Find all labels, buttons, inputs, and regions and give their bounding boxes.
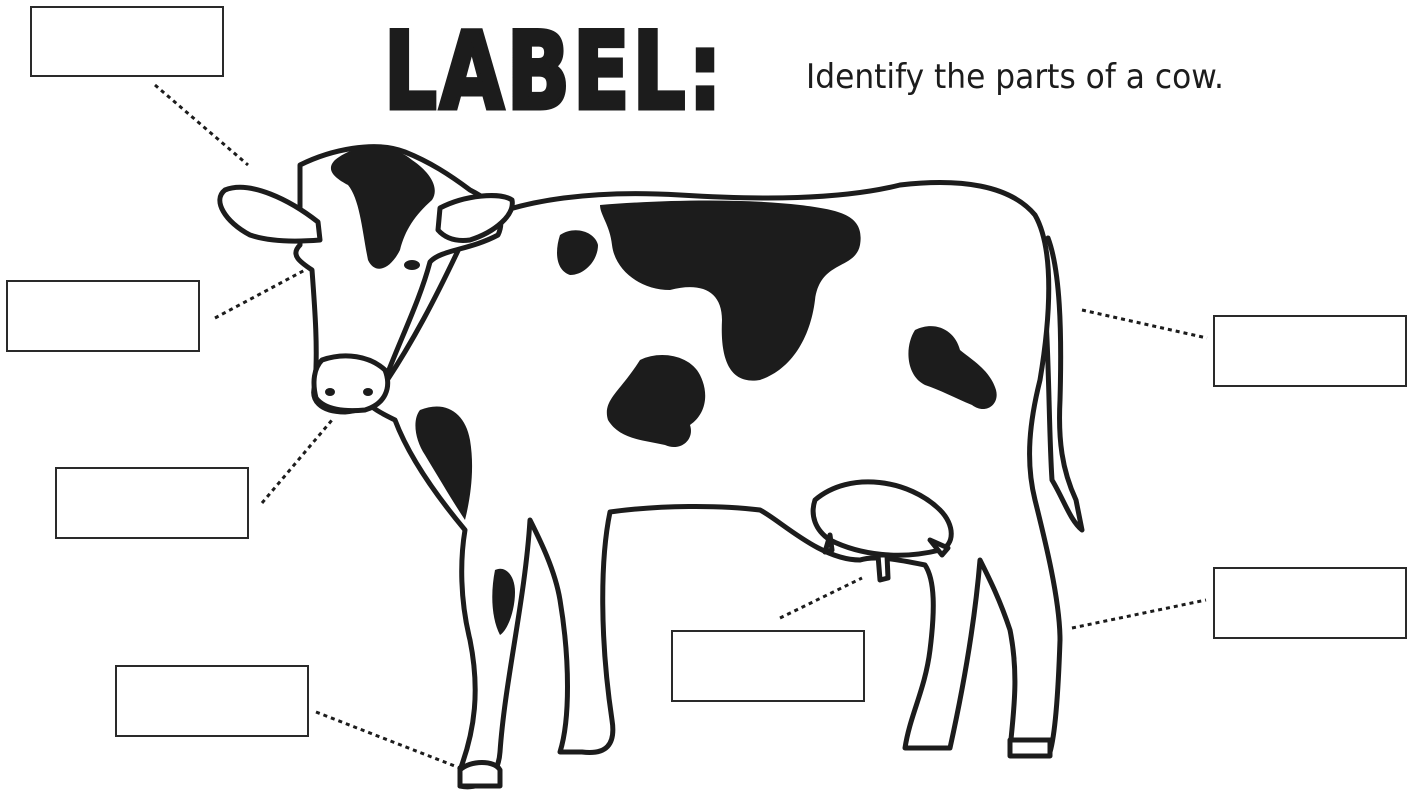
- eye-label-box[interactable]: [6, 280, 200, 352]
- nose-leader-line: [262, 420, 332, 503]
- tail-label-box[interactable]: [1213, 315, 1407, 387]
- leg-label-box[interactable]: [1213, 567, 1407, 639]
- worksheet-title: LABEL:: [384, 12, 725, 132]
- udder-leader-line: [780, 578, 862, 618]
- eye-leader-line: [215, 270, 305, 318]
- tail-leader-line: [1082, 310, 1207, 338]
- cow-teat-2: [878, 555, 888, 580]
- hoof-label-box[interactable]: [115, 665, 309, 737]
- cow-nostril-left: [325, 388, 335, 396]
- ear-label-box[interactable]: [30, 6, 224, 77]
- worksheet-instruction: Identify the parts of a cow.: [806, 55, 1224, 99]
- ear-leader-line: [155, 85, 248, 165]
- nose-label-box[interactable]: [55, 467, 249, 539]
- cow-nostril-right: [363, 388, 373, 396]
- udder-label-box[interactable]: [671, 630, 865, 702]
- cow-muzzle: [314, 356, 388, 411]
- cow-eye: [404, 260, 420, 270]
- cow-hoof-front: [460, 763, 500, 787]
- hoof-leader-line: [316, 712, 465, 770]
- cow-hoof-back: [1010, 740, 1050, 756]
- leg-leader-line: [1072, 600, 1206, 628]
